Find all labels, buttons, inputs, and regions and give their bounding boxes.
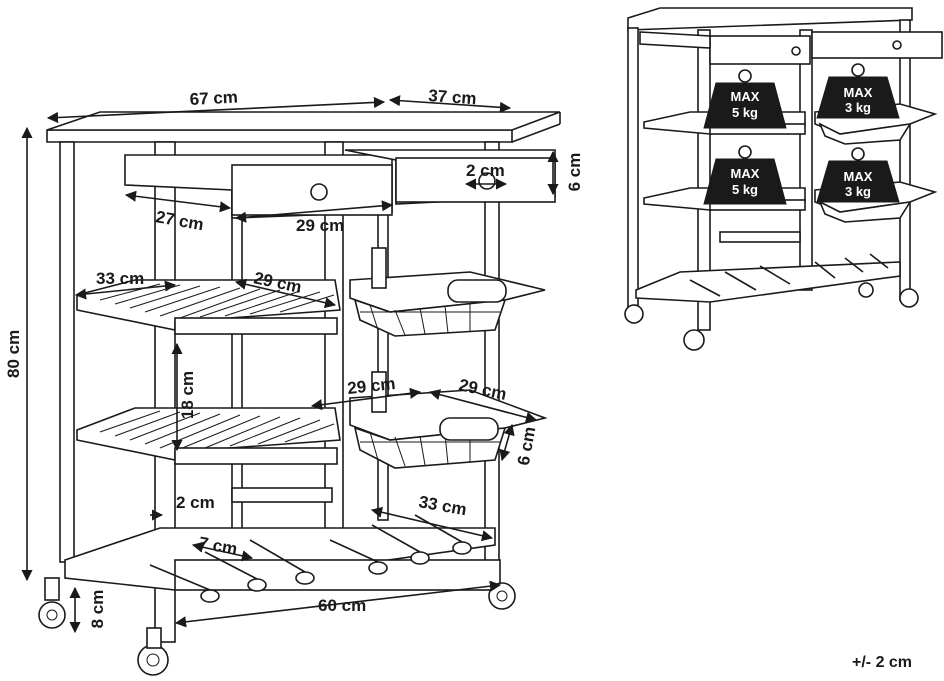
weight-max-3kg-upper (816, 63, 900, 119)
upper-basket (349, 247, 546, 337)
weight-label-line1: MAX (844, 169, 873, 184)
load-capacity-drawing (624, 7, 943, 351)
weight-label-line1: MAX (731, 166, 760, 181)
weight-max-5kg-lower (703, 145, 787, 205)
weight-label-line1: MAX (844, 85, 873, 100)
tolerance-note: +/- 2 cm (852, 654, 912, 671)
weight-max-5kg-upper (703, 69, 787, 129)
dimension-lines (21, 95, 559, 634)
dim-knob: 2 cm (466, 161, 505, 180)
top-board (46, 129, 513, 143)
dim-base-width: 60 cm (318, 596, 366, 615)
dim-rack-width: 33 cm (417, 492, 468, 519)
dim-post: 2 cm (176, 493, 215, 512)
dim-drawer-height: 6 cm (565, 153, 584, 192)
dim-basket-width: 29 cm (346, 374, 396, 398)
dim-height-total: 80 cm (4, 330, 23, 378)
weight-label-line1: MAX (731, 89, 760, 104)
drawer-knob-left (310, 183, 328, 201)
weight-label-line2: 5 kg (732, 182, 758, 197)
weight-max-3kg-lower (816, 147, 900, 203)
dim-width-top: 67 cm (189, 87, 238, 108)
dim-drawer-right: 29 cm (296, 216, 344, 235)
lower-shelf (76, 407, 341, 461)
left-back-post (59, 141, 75, 563)
dim-basket-height: 6 cm (514, 425, 539, 466)
weight-label-line2: 3 kg (845, 184, 871, 199)
dim-shelf-gap: 18 cm (178, 371, 197, 419)
wheels (38, 577, 516, 676)
weight-label-line2: 5 kg (732, 105, 758, 120)
weight-label-line2: 3 kg (845, 100, 871, 115)
right-front-post (484, 141, 500, 583)
dim-shelf-width: 33 cm (96, 269, 144, 288)
dim-depth-top: 37 cm (428, 86, 477, 108)
dim-wheel-height: 8 cm (88, 590, 107, 629)
